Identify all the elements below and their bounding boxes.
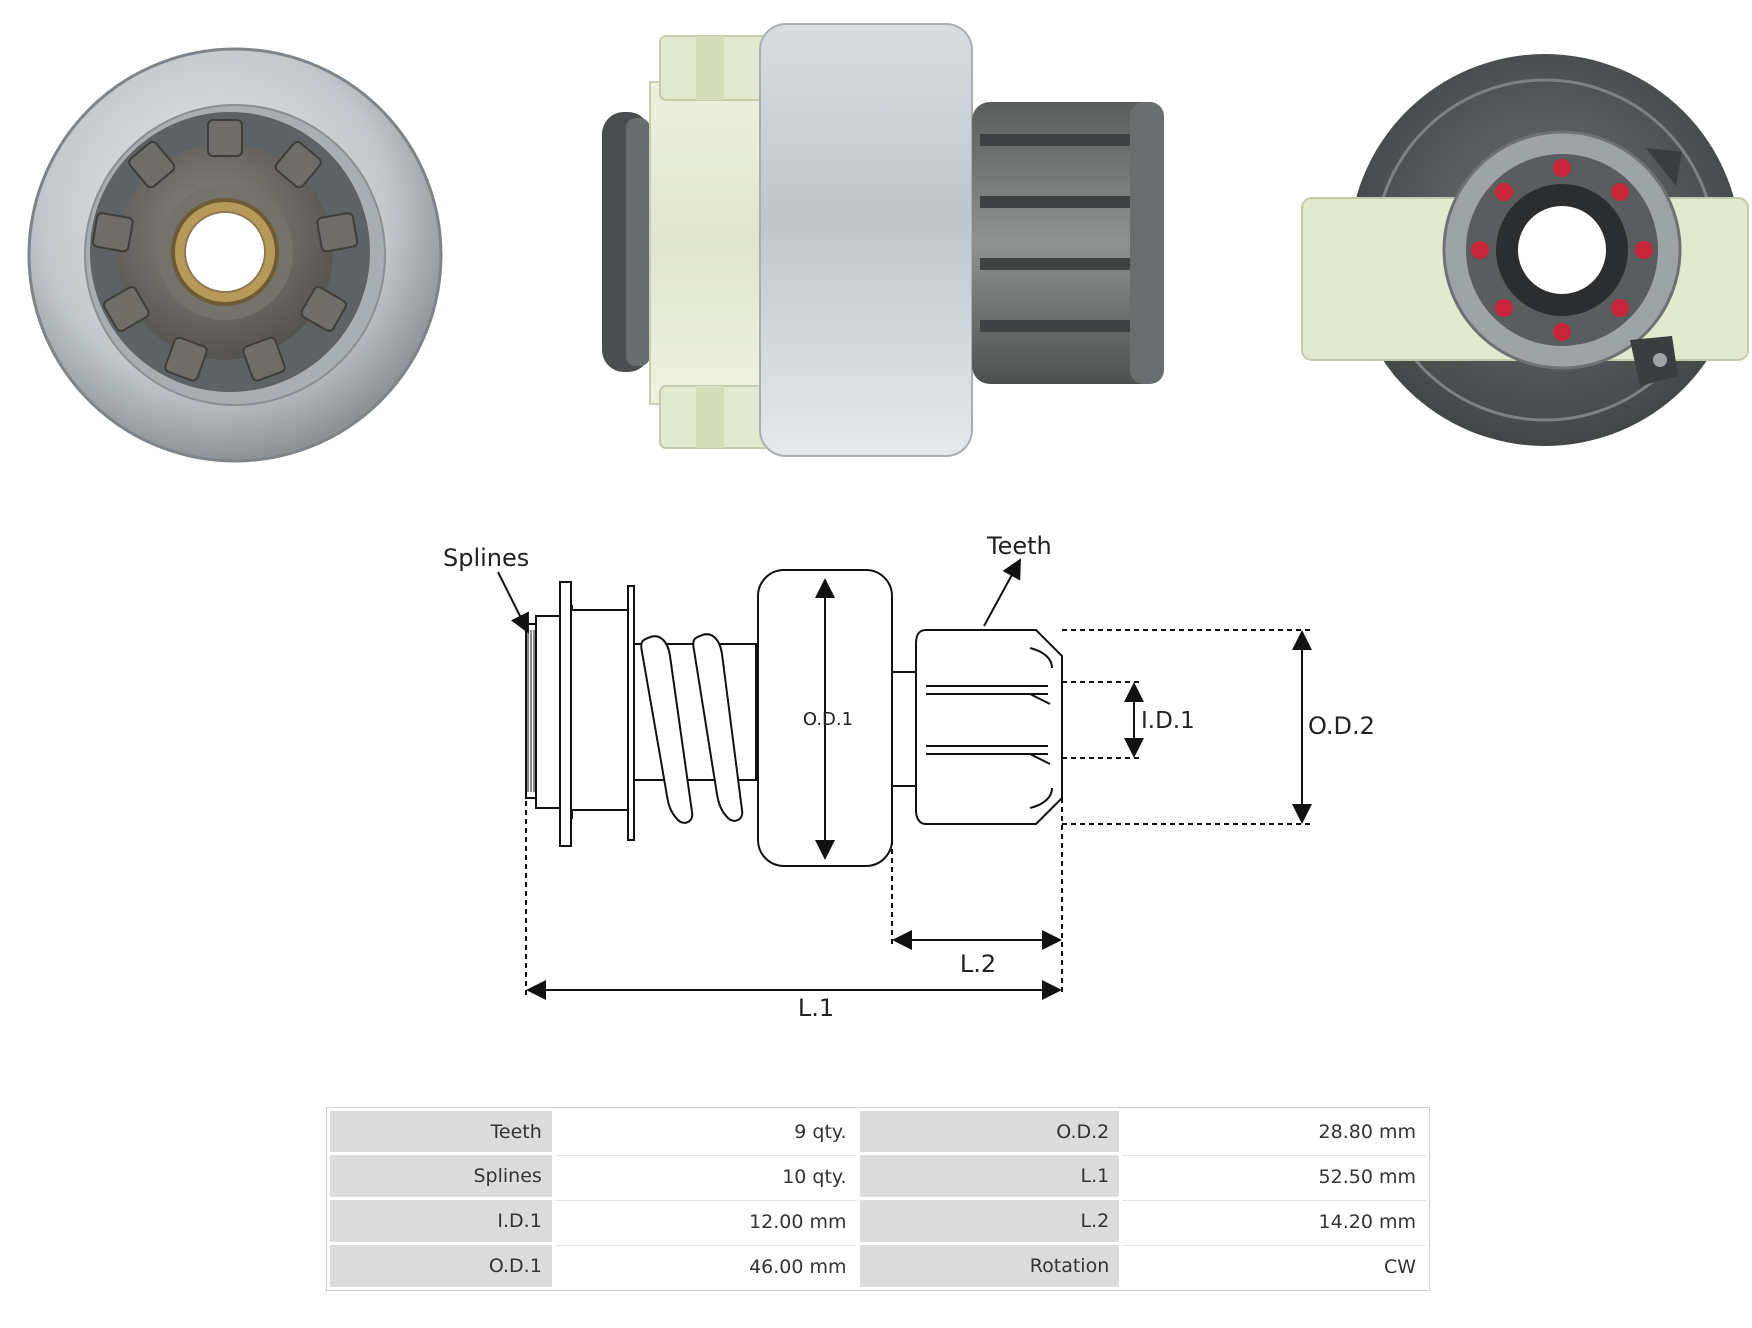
spec-label-l2: L.2 [859, 1200, 1120, 1242]
bore-hole-rear [1518, 206, 1606, 294]
bore-hole [184, 211, 266, 293]
pinion-outline [915, 629, 1063, 825]
dimension-diagram: Splines Teeth O.D.1 I.D.1 O.D.2 L.2 L.1 [443, 532, 1375, 1022]
pinion-gear-side [972, 102, 1164, 384]
label-id1: I.D.1 [1141, 708, 1195, 734]
photo-front-view [27, 47, 443, 463]
spec-label-id1: I.D.1 [330, 1200, 552, 1242]
label-od2: O.D.2 [1308, 712, 1375, 740]
table-row: O.D.1 46.00 mm Rotation CW [330, 1245, 1426, 1287]
neck-outline [891, 671, 919, 787]
label-l2: L.2 [960, 950, 996, 978]
spec-value-id1: 12.00 mm [554, 1200, 857, 1242]
photo-side-view [602, 23, 1164, 457]
retaining-clip [1630, 148, 1682, 386]
red-spline-markings [1471, 159, 1653, 341]
spec-value-od1: 46.00 mm [554, 1245, 857, 1287]
table-row: I.D.1 12.00 mm L.2 14.20 mm [330, 1200, 1426, 1242]
spec-value-l2: 14.20 mm [1122, 1200, 1426, 1242]
steel-sleeve [759, 23, 973, 457]
spec-value-l1: 52.50 mm [1122, 1155, 1426, 1197]
nylon-collar [649, 35, 771, 449]
spec-label-teeth: Teeth [330, 1111, 552, 1152]
spec-label-l1: L.1 [859, 1155, 1120, 1197]
spec-label-rotation: Rotation [859, 1245, 1120, 1287]
dimension-lines [497, 558, 1312, 1000]
spec-label-splines: Splines [330, 1155, 552, 1197]
spec-value-rotation: CW [1122, 1245, 1426, 1287]
splines-leader-line [497, 571, 529, 634]
spec-label-od2: O.D.2 [859, 1111, 1120, 1152]
spec-label-od1: O.D.1 [330, 1245, 552, 1287]
table-row: Teeth 9 qty. O.D.2 28.80 mm [330, 1111, 1426, 1152]
spec-table: Teeth 9 qty. O.D.2 28.80 mm Splines 10 q… [326, 1107, 1430, 1291]
label-od1: O.D.1 [803, 709, 853, 730]
pinion-gear [91, 119, 359, 382]
spec-value-teeth: 9 qty. [554, 1111, 857, 1152]
spring-shaft-outline [633, 633, 757, 824]
label-teeth: Teeth [986, 532, 1052, 560]
table-row: Splines 10 qty. L.1 52.50 mm [330, 1155, 1426, 1197]
teeth-leader-line [983, 558, 1021, 627]
photo-rear-view [1301, 54, 1749, 446]
label-splines: Splines [443, 544, 529, 572]
spec-value-splines: 10 qty. [554, 1155, 857, 1197]
spline-end-outline [525, 581, 635, 847]
spec-value-od2: 28.80 mm [1122, 1111, 1426, 1152]
label-l1: L.1 [798, 994, 834, 1022]
